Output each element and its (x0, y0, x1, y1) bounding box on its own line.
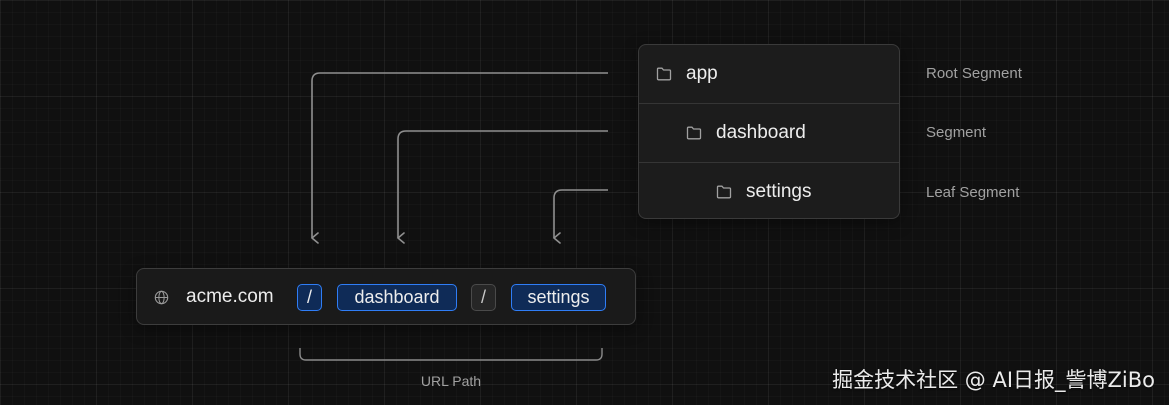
url-segment-separator-slash: / (471, 284, 496, 311)
tree-row-settings[interactable]: settings (639, 162, 899, 218)
url-path-caption: URL Path (420, 373, 482, 389)
url-segment-root-slash: / (297, 284, 322, 311)
globe-icon (154, 290, 169, 305)
folder-name-app: app (686, 63, 718, 84)
folder-icon (656, 67, 672, 81)
segment-label-root: Root Segment (926, 65, 1022, 82)
folder-icon (686, 126, 702, 139)
folder-icon (716, 185, 732, 198)
segment-label-leaf: Leaf Segment (926, 184, 1020, 201)
connector-app-to-root-slash (311, 72, 608, 244)
folder-name-settings: settings (746, 180, 812, 202)
watermark-text: 掘金技术社区 @ AI日报_訾博ZiBo (832, 368, 1155, 392)
connector-settings-folder-to-segment (553, 189, 608, 244)
tree-row-app[interactable]: app (639, 45, 899, 103)
url-segment-settings: settings (511, 284, 606, 311)
tree-row-dashboard[interactable]: dashboard (639, 103, 899, 161)
url-bar[interactable]: acme.com / dashboard / settings (136, 268, 636, 325)
url-segment-dashboard: dashboard (337, 284, 457, 311)
url-domain: acme.com (186, 286, 274, 307)
folder-name-dashboard: dashboard (716, 121, 806, 143)
url-path-bracket (299, 348, 603, 361)
segment-label-segment: Segment (926, 124, 987, 141)
connector-dashboard-folder-to-segment (397, 130, 608, 244)
folder-tree-panel: app dashboard settings (638, 44, 900, 219)
